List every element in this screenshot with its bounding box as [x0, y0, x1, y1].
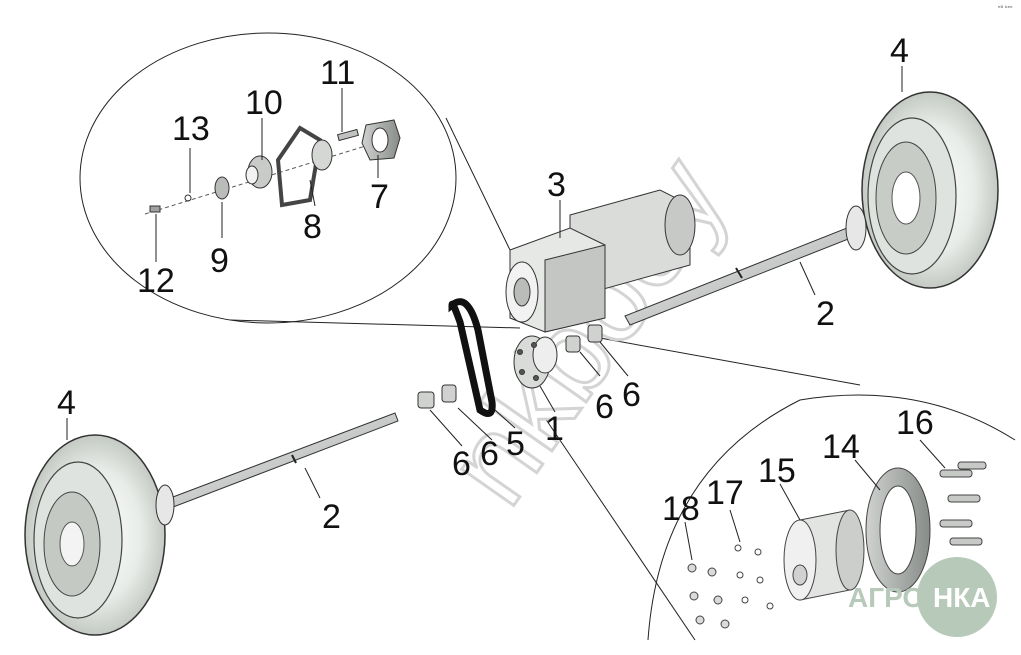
label-12: 12 [137, 262, 175, 300]
leader-lines [66, 66, 946, 561]
label-2-right: 2 [816, 295, 835, 333]
label-6-a: 6 [595, 388, 614, 426]
label-18: 18 [662, 490, 700, 528]
axle-right [624, 205, 867, 326]
logo-text-right: НКА [933, 582, 991, 613]
agronka-logo: АГРО НКА [848, 557, 997, 637]
corner-mark: ᵉᴮ ᵇᵉᵉ [998, 5, 1013, 12]
label-15: 15 [758, 452, 796, 490]
wheel-left [24, 434, 166, 636]
label-3: 3 [547, 166, 566, 204]
label-17: 17 [706, 474, 744, 512]
label-4-left: 4 [57, 384, 76, 422]
label-4-right: 4 [890, 32, 909, 70]
axle-left [155, 412, 399, 526]
gearmotor [505, 189, 696, 333]
label-9: 9 [210, 242, 229, 280]
label-16: 16 [896, 404, 934, 442]
label-6-d: 6 [452, 445, 471, 483]
wheel-right [861, 91, 999, 289]
detail-callout-lower [544, 337, 1016, 641]
label-8: 8 [303, 208, 322, 246]
upper-detail-parts [144, 119, 401, 215]
label-2-left: 2 [322, 498, 341, 536]
label-14: 14 [822, 428, 860, 466]
label-11: 11 [320, 54, 355, 92]
label-13: 13 [172, 110, 210, 148]
label-6-b: 6 [622, 376, 641, 414]
bearings [417, 324, 603, 409]
label-1: 1 [545, 410, 564, 448]
label-5: 5 [506, 425, 525, 463]
lower-detail-parts [687, 461, 987, 629]
sprocket-hub [513, 335, 558, 389]
drive-chain [448, 298, 496, 418]
logo-text-left: АГРО [848, 582, 924, 613]
label-7: 7 [370, 178, 389, 216]
label-6-c: 6 [480, 435, 499, 473]
label-10: 10 [245, 84, 283, 122]
part-labels: 4 4 2 2 3 1 5 6 6 6 6 11 10 13 7 8 9 12 … [57, 32, 934, 536]
